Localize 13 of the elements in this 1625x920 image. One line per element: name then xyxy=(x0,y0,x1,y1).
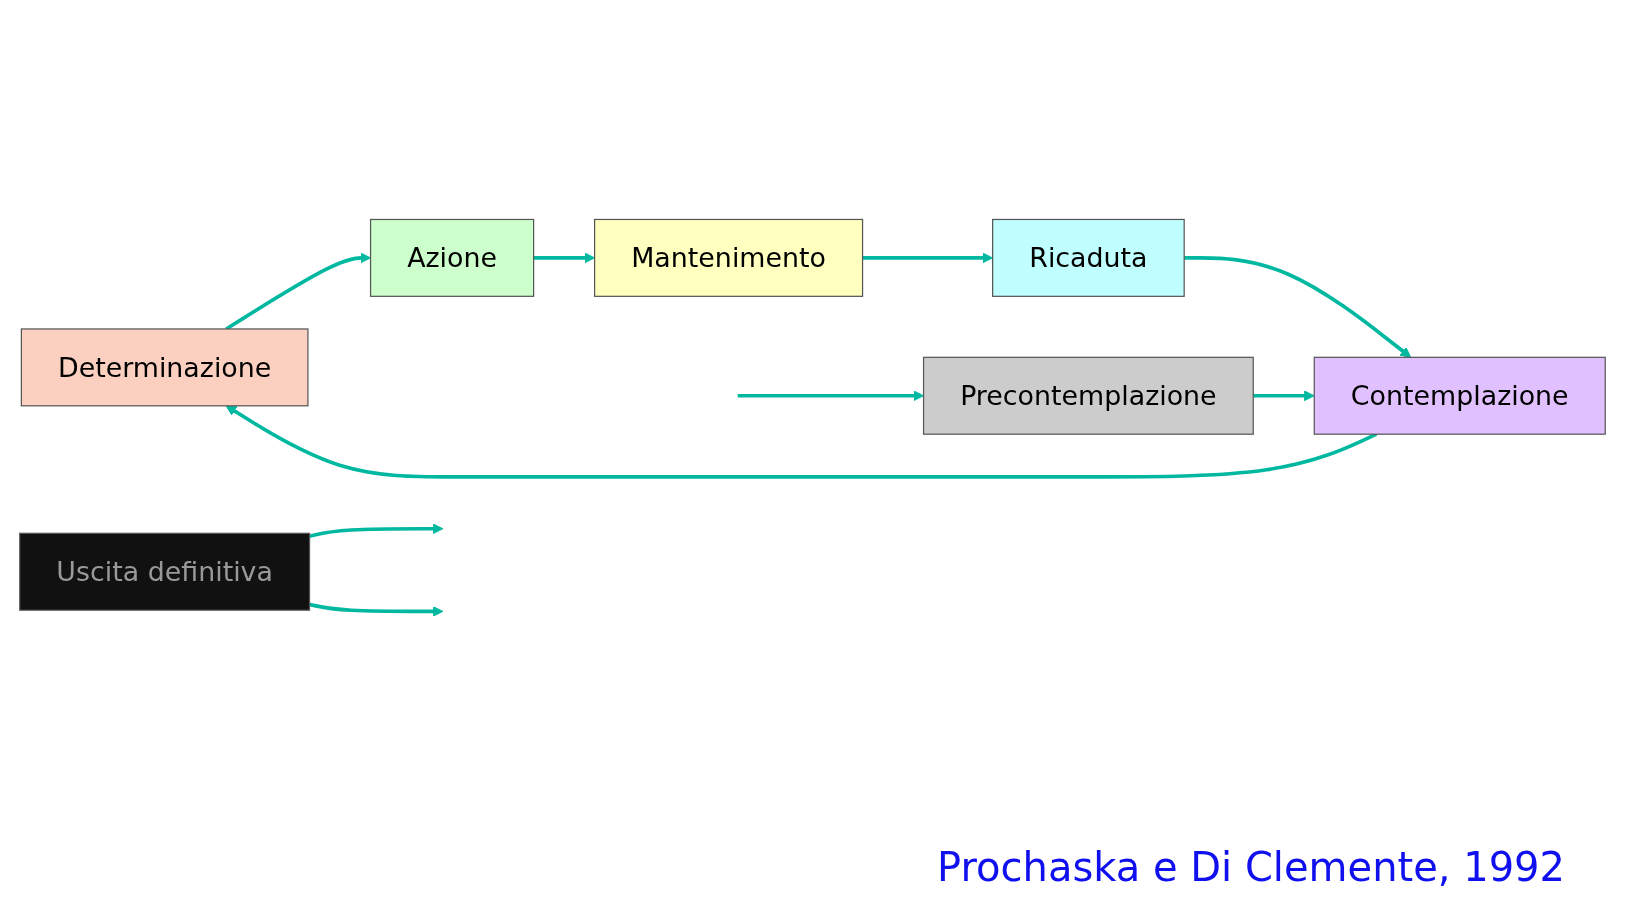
arrow xyxy=(309,523,444,538)
arrow xyxy=(1253,390,1315,402)
caption: Prochaska e Di Clemente, 1992 xyxy=(937,844,1565,890)
node-box: Contemplazione xyxy=(1313,356,1606,435)
arrow xyxy=(1184,256,1412,358)
node-box: Uscita definitiva xyxy=(19,532,311,611)
node-box: Precontemplazione xyxy=(922,356,1254,435)
node-box: Mantenimento xyxy=(594,218,864,297)
arrow xyxy=(225,405,1378,479)
node-box: Determinazione xyxy=(20,328,309,407)
arrow xyxy=(309,602,444,617)
node-box: Azione xyxy=(369,218,535,297)
node-box: Ricaduta xyxy=(992,218,1185,297)
